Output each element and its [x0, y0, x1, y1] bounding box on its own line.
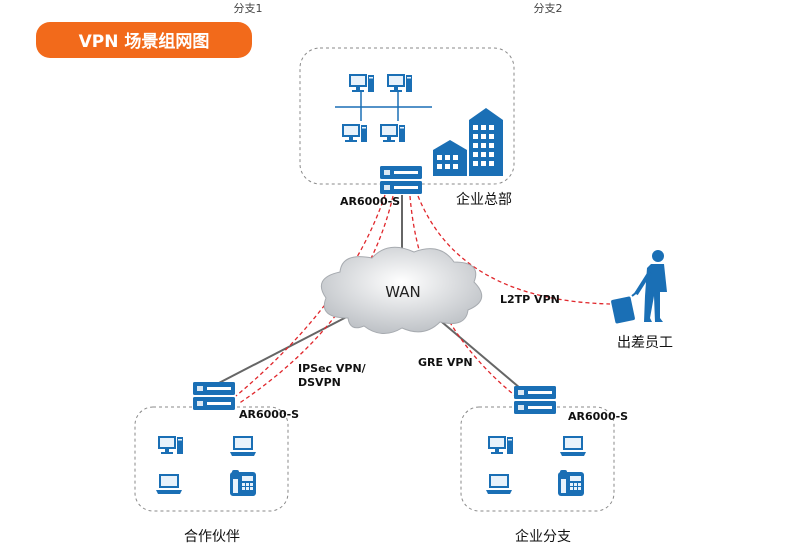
partner-boundary [134, 406, 289, 512]
hq-router-icon [380, 166, 422, 194]
gre-vpn-label: GRE VPN [418, 356, 473, 369]
telephone-icon [558, 470, 584, 496]
wan-cloud: WAN [320, 246, 483, 334]
laptop-icon [486, 474, 512, 494]
office-building-icon [433, 108, 503, 176]
wan-label: WAN [385, 283, 421, 301]
hq-lan [335, 74, 432, 142]
partner-endpoints [156, 436, 256, 496]
branch-site-label: 企业分支 [515, 528, 571, 545]
tab-branch-1: 分支1 [234, 2, 263, 15]
branch-router-label: AR6000-S [568, 410, 628, 423]
laptop-icon [156, 474, 182, 494]
hq-boundary [299, 47, 515, 185]
desktop-computer-icon [342, 124, 367, 142]
tab-branch-2: 分支2 [534, 2, 563, 15]
desktop-computer-icon [349, 74, 374, 92]
traveling-employee-icon [611, 250, 667, 324]
partner-router-label: AR6000-S [239, 408, 299, 421]
desktop-computer-icon [387, 74, 412, 92]
diagram-title: VPN 场景组网图 [79, 31, 210, 52]
branch-router-icon [514, 386, 556, 414]
branch-endpoints [486, 436, 586, 496]
desktop-computer-icon [158, 436, 183, 454]
desktop-computer-icon [380, 124, 405, 142]
l2tp-vpn-label: L2TP VPN [500, 293, 560, 306]
hq-site-label: 企业总部 [456, 191, 512, 208]
desktop-computer-icon [488, 436, 513, 454]
branch-boundary [460, 406, 615, 512]
ipsec-vpn-label: IPSec VPN/ [298, 362, 367, 375]
laptop-icon [230, 436, 256, 456]
laptop-icon [560, 436, 586, 456]
partner-router-icon [193, 382, 235, 410]
dsvpn-label: DSVPN [298, 376, 341, 389]
partner-site-label: 合作伙伴 [184, 529, 240, 545]
traveler-label: 出差员工 [617, 335, 673, 351]
title-banner: VPN 场景组网图 [36, 22, 252, 58]
hq-router-label: AR6000-S [340, 195, 400, 208]
telephone-icon [230, 470, 256, 496]
